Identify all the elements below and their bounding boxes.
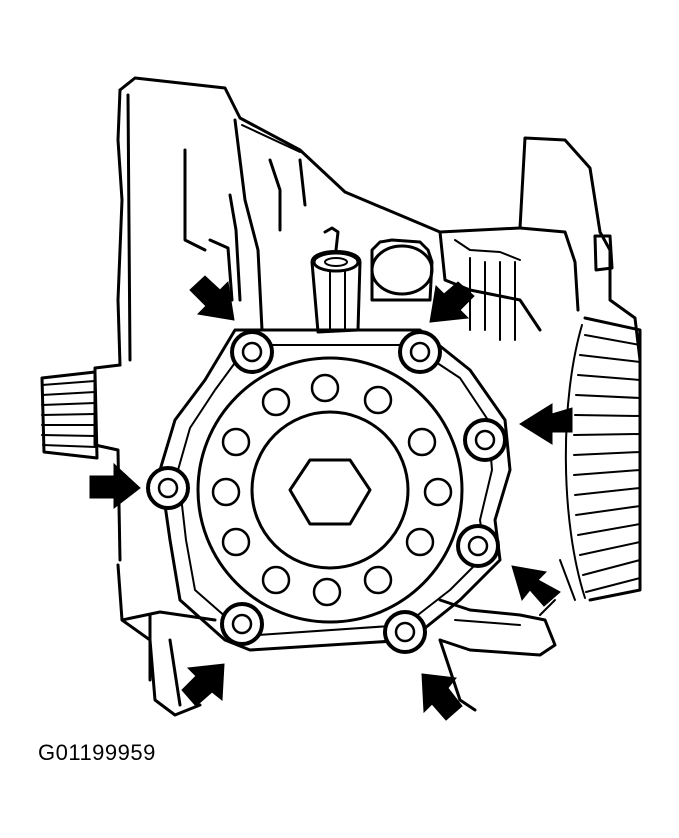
callout-arrow: [89, 462, 141, 510]
callout-arrow: [421, 673, 463, 721]
figure-id-label: G01199959: [38, 740, 156, 765]
ring-gear-holes: [211, 373, 453, 607]
right-ring-gear: [564, 316, 642, 602]
ring-hole: [363, 565, 393, 595]
cover-bolt: [383, 610, 427, 654]
breather-fitting: [310, 226, 362, 334]
callout-arrow: [189, 275, 235, 321]
ring-hole: [310, 373, 340, 403]
ring-hole: [221, 427, 251, 457]
cover-bolt: [398, 330, 442, 374]
cover-center-boss: [250, 410, 410, 570]
cover-bolt: [220, 602, 264, 646]
callout-arrow: [519, 403, 573, 445]
cover-bolt: [146, 466, 190, 510]
ring-hole: [407, 427, 437, 457]
ring-hole: [423, 477, 453, 507]
left-output-flange: [40, 370, 99, 460]
ring-hole: [312, 577, 342, 607]
cover-bolt: [456, 524, 500, 568]
ring-hole: [221, 527, 251, 557]
callout-arrow: [511, 565, 561, 607]
housing-outline: [93, 76, 642, 717]
ring-hole: [363, 385, 393, 415]
ring-hole: [261, 387, 291, 417]
callout-arrow: [181, 663, 225, 707]
cover-flange-ring: [196, 356, 464, 624]
ring-hole: [211, 477, 241, 507]
hex-drain-plug: [288, 458, 372, 526]
callout-arrows: [89, 275, 573, 721]
callout-arrow: [429, 281, 475, 323]
cover-bolts: [146, 330, 507, 654]
ring-hole: [405, 527, 435, 557]
ring-hole: [261, 565, 291, 595]
fill-plug: [370, 238, 434, 302]
cover-bolt: [463, 418, 507, 462]
cover-bolt: [230, 330, 274, 374]
